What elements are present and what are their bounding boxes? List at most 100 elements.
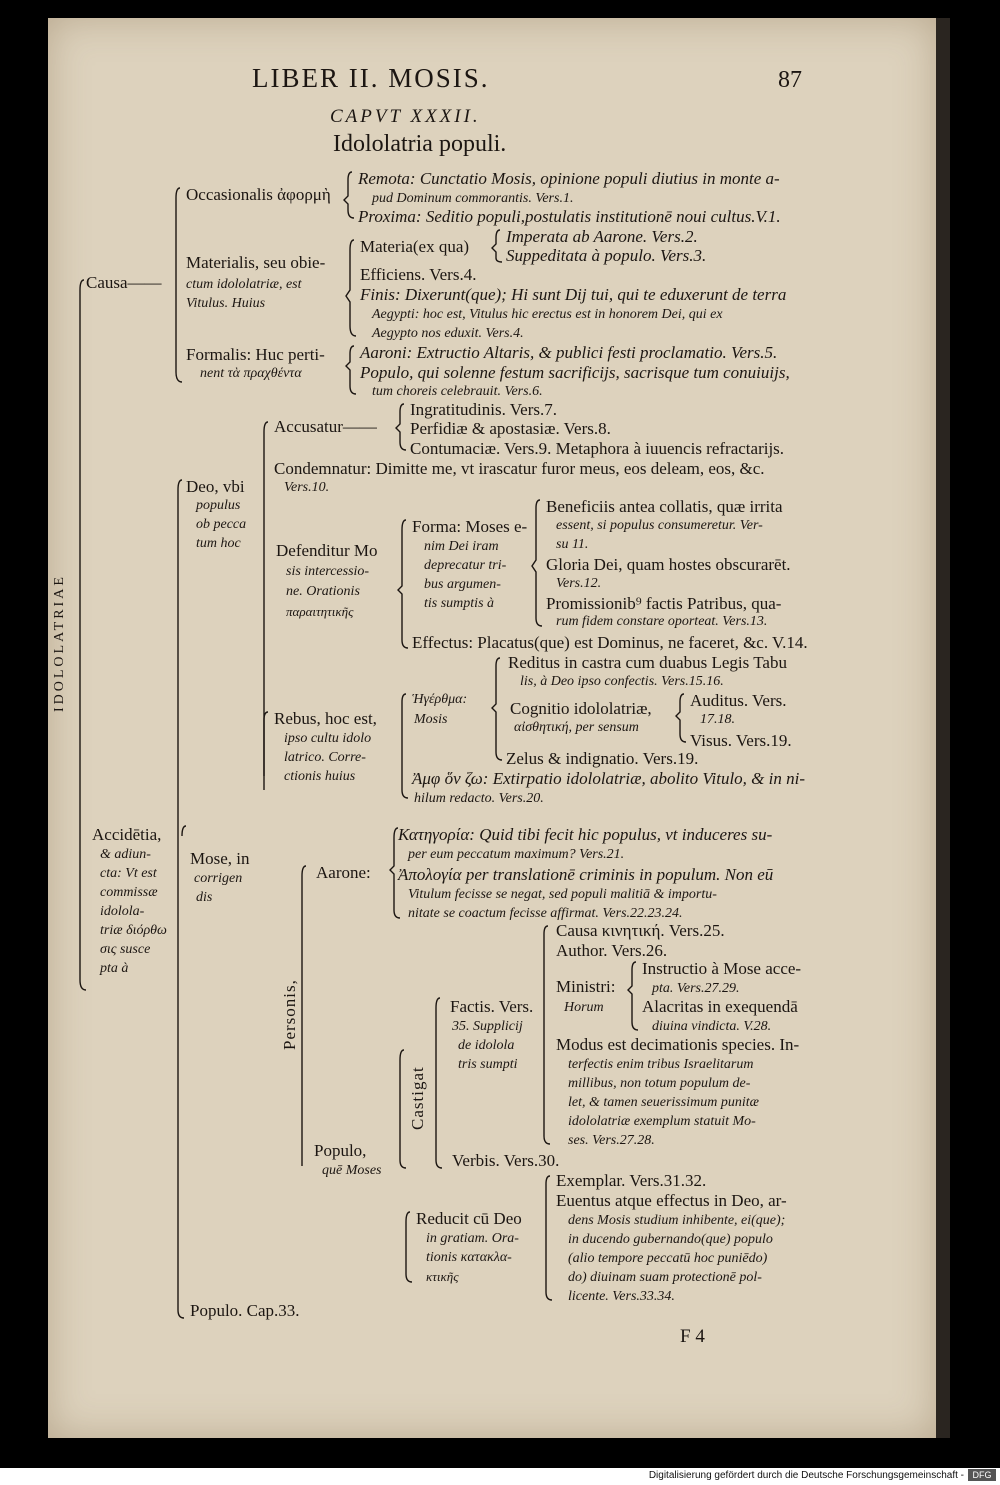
dfg-logo: DFG xyxy=(968,1469,996,1481)
auditus-line-1: Auditus. Vers. xyxy=(690,691,787,710)
materialis-line-2: ctum idololatriæ, est xyxy=(186,277,302,292)
rebus-line-1: Rebus, hoc est, xyxy=(274,709,377,728)
modus-line-5: idololatriæ exemplum statuit Mo- xyxy=(568,1114,756,1129)
formalis-line-1: Formalis: Huc perti- xyxy=(186,345,325,364)
defenditur-line-1: Defenditur Mo xyxy=(276,541,378,560)
beneficiis-line-2: essent, si populus consumeretur. Ver- xyxy=(556,518,763,533)
signature-mark: F 4 xyxy=(680,1326,705,1347)
remota-line-1: Remota: Cunctatio Mosis, opinione populi… xyxy=(358,169,780,188)
perfidiae: Perfidiæ & apostasiæ. Vers.8. xyxy=(410,419,611,438)
ingratitudinis: Ingratitudinis. Vers.7. xyxy=(410,400,558,419)
page-edge xyxy=(936,18,950,1438)
effectus: Effectus: Placatus(que) est Dominus, ne … xyxy=(412,633,808,652)
mose-line-1: Mose, in xyxy=(190,849,250,868)
euentus-line-3: in ducendo gubernando(que) populo xyxy=(568,1232,773,1247)
occasionalis: Occasionalis ἀφορμὴ xyxy=(186,185,331,204)
alacritas-line-2: diuina vindicta. V.28. xyxy=(652,1019,772,1034)
deo-line-2: populus xyxy=(196,498,241,513)
reducit-line-3: tionis κατακλα- xyxy=(426,1250,512,1265)
accusatur: Accusatur—— xyxy=(274,417,377,436)
finis-line-3: Aegypto nos eduxit. Vers.4. xyxy=(372,326,524,341)
running-title: LIBER II. MOSIS. xyxy=(252,63,490,93)
accidentia-line-5: idolola- xyxy=(100,904,145,919)
reducit-line-4: κτικῆς xyxy=(426,1269,459,1284)
factis-line-3: de idolola xyxy=(458,1038,515,1053)
modus-line-1: Modus est decimationis species. In- xyxy=(556,1035,800,1054)
beneficiis-line-3: su 11. xyxy=(556,537,589,552)
proxima: Proxima: Seditio populi,postulatis insti… xyxy=(358,207,781,226)
castigat-label: Castigat xyxy=(408,1066,427,1130)
euentus-line-5: do) diuinam suam protectionē pol- xyxy=(568,1270,762,1285)
instructio-line-1: Instructio à Mose acce- xyxy=(642,959,802,978)
promissioni-line-2: rum fidem constare oporteat. Vers.13. xyxy=(556,614,768,629)
beneficiis-line-1: Beneficiis antea collatis, quæ irrita xyxy=(546,497,783,516)
footer-bar xyxy=(0,1468,1000,1485)
hegemata-line-2: Mosis xyxy=(414,712,448,727)
forma-line-1: Forma: Moses e- xyxy=(412,517,528,536)
reditus-line-2: lis, à Deo ipso confectis. Vers.15.16. xyxy=(520,674,724,689)
populo-line-2: tum choreis celebrauit. Vers.6. xyxy=(372,384,543,399)
apologia-line-2: Vitulum fecisse se negat, sed populi mal… xyxy=(408,887,717,902)
kategoria-line-1: Κατηγορία: Quid tibi fecit hic populus, … xyxy=(398,825,773,844)
reditus-line-1: Reditus in castra cum duabus Legis Tabu xyxy=(508,653,787,672)
euentus-line-4: (alio tempore peccatū hoc puniēdo) xyxy=(568,1251,768,1266)
populo-cap: Populo. Cap.33. xyxy=(190,1301,300,1320)
page-title: Idololatria populi. xyxy=(333,131,507,157)
mose-line-2: corrigen xyxy=(194,871,243,886)
finis-line-2: Aegypti: hoc est, Vitulus hic erectus es… xyxy=(372,307,723,322)
instructio-line-2: pta. Vers.27.29. xyxy=(652,981,740,996)
forma-line-5: tis sumptis à xyxy=(424,596,495,611)
reducit-line-2: in gratiam. Ora- xyxy=(426,1231,519,1246)
factis-line-2: 35. Supplicij xyxy=(452,1019,523,1034)
materialis-line-1: Materialis, seu obie- xyxy=(186,253,326,272)
mose-line-3: dis xyxy=(196,890,213,905)
accidentia-line-1: Accidētia, xyxy=(92,825,162,844)
apologia-line-3: nitate se coactum fecisse affirmat. Vers… xyxy=(408,906,683,921)
forma-line-2: nim Dei iram xyxy=(424,539,499,554)
cognitio-line-1: Cognitio idololatriæ, xyxy=(510,699,652,718)
author: Author. Vers.26. xyxy=(556,941,668,960)
materialis-line-3: Vitulus. Huius xyxy=(186,296,266,311)
promissioni-line-1: Promissionib⁹ factis Patribus, qua- xyxy=(546,594,782,613)
efficiens: Efficiens. Vers.4. xyxy=(360,265,477,284)
aaroni: Aaroni: Extructio Altaris, & publici fes… xyxy=(360,343,778,362)
forma-line-4: bus argumen- xyxy=(424,577,501,592)
side-label: IDOLOLATRIAE xyxy=(52,574,67,712)
forma-line-3: deprecatur tri- xyxy=(424,558,507,573)
rebus-line-4: ctionis huius xyxy=(284,769,356,784)
modus-line-4: let, & tamen seuerissimum punitæ xyxy=(568,1095,759,1110)
causa-label: Causa—— xyxy=(86,273,162,292)
accidentia-line-8: pta à xyxy=(100,961,129,976)
reducit-line-1: Reducit cū Deo xyxy=(416,1209,522,1228)
finis-line-1: Finis: Dixerunt(que); Hi sunt Dij tui, q… xyxy=(360,285,787,304)
modus-line-2: terfectis enim tribus Israelitarum xyxy=(568,1057,754,1072)
factis-line-4: tris sumpti xyxy=(458,1057,518,1072)
kategoria-line-2: per eum peccatum maximum? Vers.21. xyxy=(408,847,625,862)
formalis-line-2: nent τὰ πραχθέντα xyxy=(200,366,302,381)
factis-line-1: Factis. Vers. xyxy=(450,997,534,1016)
accidentia-line-7: σις susce xyxy=(100,942,151,957)
gloria-line-2: Vers.12. xyxy=(556,576,602,591)
accidentia-line-6: triæ διόρθω xyxy=(100,923,167,938)
footer-credit: Digitalisierung gefördert durch die Deut… xyxy=(648,1470,964,1481)
populo-line-1: Populo, xyxy=(314,1141,367,1160)
condemnatur-line-2: Vers.10. xyxy=(284,480,330,495)
deo-line-3: ob pecca xyxy=(196,517,247,532)
rebus-line-2: ipso cultu idolo xyxy=(284,731,372,746)
euentus-line-1: Euentus atque effectus in Deo, ar- xyxy=(556,1191,787,1210)
cognitio-line-2: αἰσθητική, per sensum xyxy=(514,720,639,735)
defenditur-line-2: sis intercessio- xyxy=(286,564,370,579)
euentus-line-2: dens Mosis studium inhibente, ei(que); xyxy=(568,1213,786,1228)
defenditur-line-3: ne. Orationis xyxy=(286,584,360,599)
modus-line-3: millibus, non totum populum de- xyxy=(568,1076,751,1091)
visus: Visus. Vers.19. xyxy=(690,731,792,750)
personis-label: Personis, xyxy=(280,979,299,1050)
condemnatur-line-1: Condemnatur: Dimitte me, vt irascatur fu… xyxy=(274,459,765,478)
modus-line-6: ses. Vers.27.28. xyxy=(568,1133,655,1148)
apologia-line-1: Ἀπολογία per translationē criminis in po… xyxy=(398,865,774,884)
deo-line-1: Deo, vbi xyxy=(186,477,245,496)
ministri: Ministri: xyxy=(556,977,616,996)
contumaciae: Contumaciæ. Vers.9. Metaphora à iuuencis… xyxy=(410,439,785,458)
hegemata-line-1: Ἡγέρθμα: xyxy=(412,692,468,707)
deo-line-4: tum hoc xyxy=(196,536,241,551)
